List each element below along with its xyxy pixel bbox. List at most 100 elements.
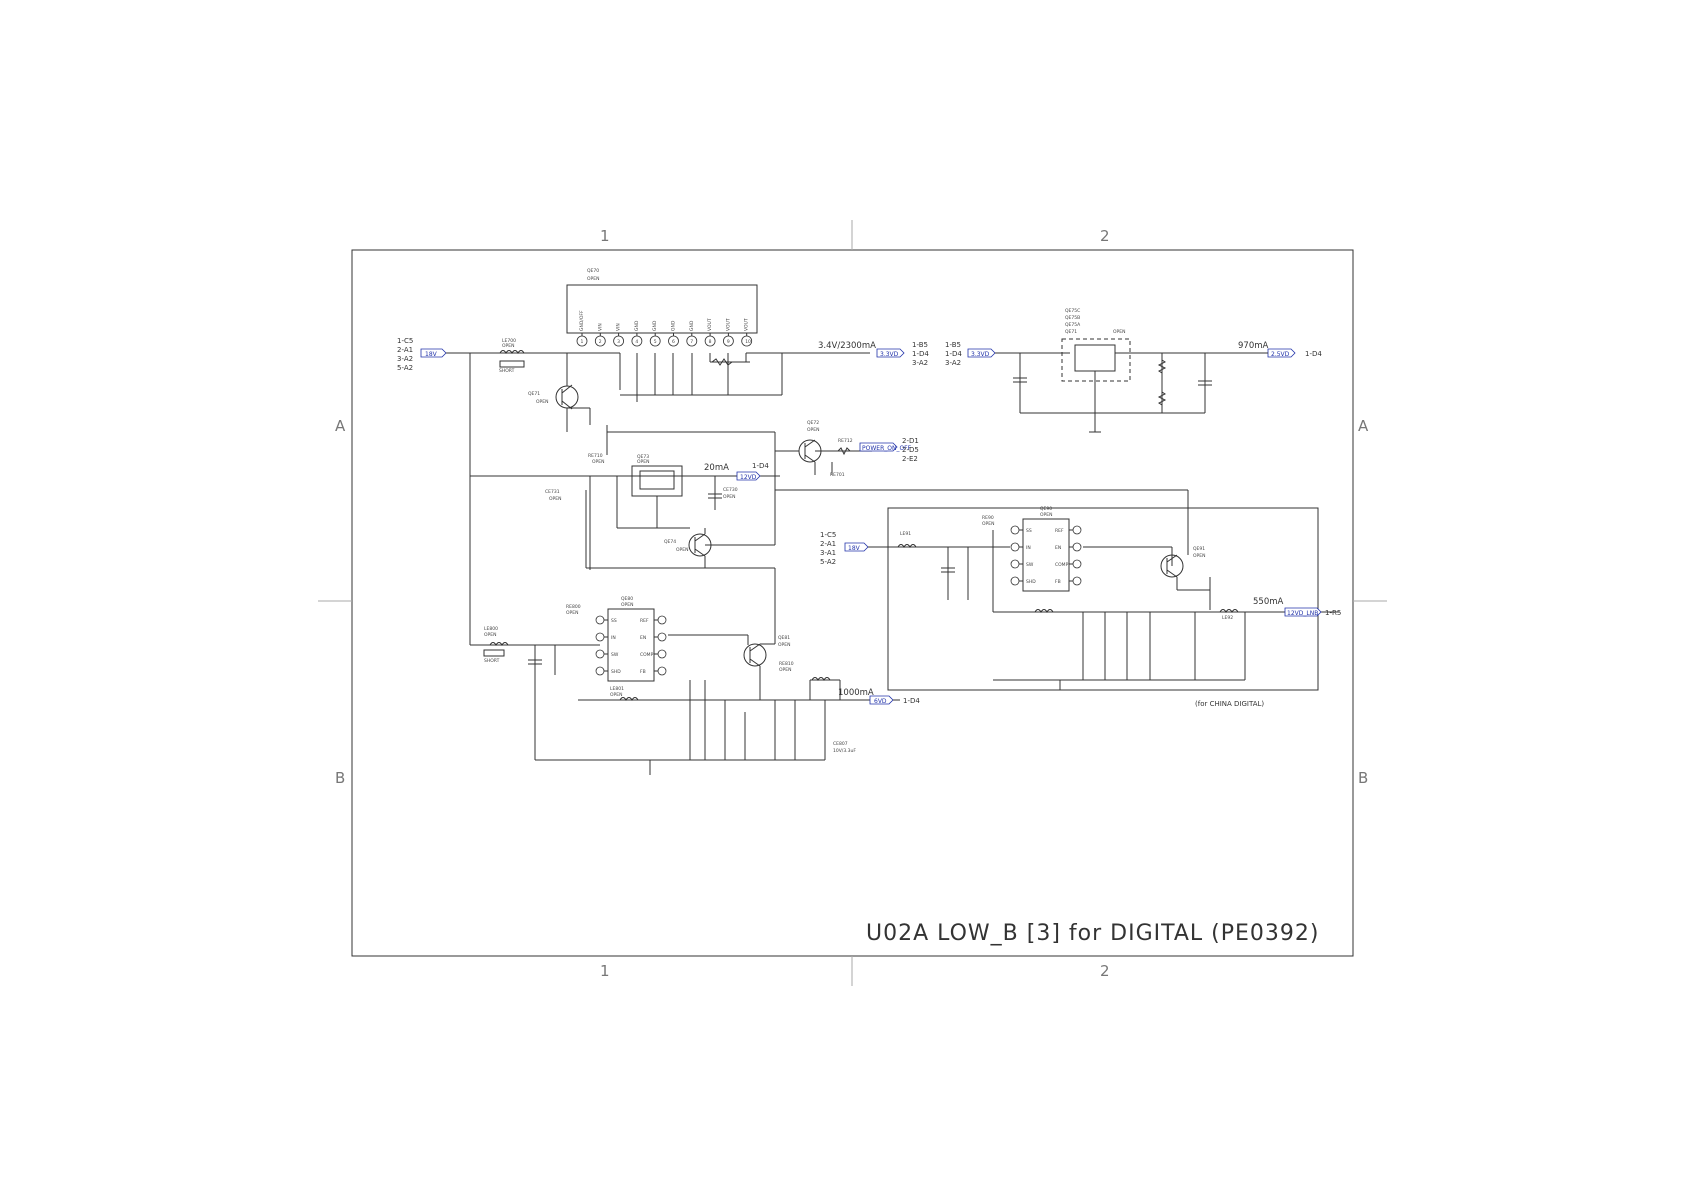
svg-text:1-C5: 1-C5: [820, 531, 836, 539]
grid-row-label-left-b: B: [335, 769, 345, 787]
ic-pin-label-left: SW: [611, 652, 619, 658]
qe70-pin: [613, 335, 624, 347]
input-18v-refs: 1-C5 2-A1 3-A2 5-A2: [397, 337, 413, 372]
current-label-20ma: 20mA: [704, 463, 729, 473]
svg-text:OPEN: OPEN: [637, 459, 649, 465]
svg-text:1-D4: 1-D4: [912, 350, 929, 358]
sheet-border: [351, 249, 1354, 957]
svg-text:OPEN: OPEN: [566, 610, 578, 616]
ic-pin-left: [595, 649, 605, 659]
svg-text:18V: 18V: [425, 351, 438, 358]
transistor-qe74: QE74 OPEN: [664, 533, 712, 557]
ic-pin-label-left: SS: [611, 618, 617, 624]
ic-pin-label-left: SS: [1026, 528, 1032, 534]
svg-text:2-D5: 2-D5: [902, 446, 919, 454]
svg-text:LE800: LE800: [484, 626, 498, 632]
svg-text:RE800: RE800: [566, 604, 581, 610]
svg-text:RE90: RE90: [982, 515, 994, 521]
net-tag-3v3-output: 3.3VD: [876, 348, 905, 358]
svg-text:QE81: QE81: [778, 635, 790, 641]
input-18v-china-refs: 1-C5 2-A1 3-A1 5-A2: [820, 531, 836, 566]
ic-pin-right: [1072, 542, 1082, 552]
qe70-pin-number: 8: [709, 339, 712, 345]
svg-text:3.3VD: 3.3VD: [880, 351, 899, 358]
svg-text:OPEN: OPEN: [536, 399, 548, 405]
svg-text:12VD: 12VD: [740, 474, 757, 481]
svg-text:5-A2: 5-A2: [397, 364, 413, 372]
svg-text:5-A2: 5-A2: [820, 558, 836, 566]
current-label-550ma: 550mA: [1253, 597, 1284, 607]
svg-text:QE71: QE71: [528, 391, 540, 397]
svg-text:OPEN: OPEN: [723, 494, 735, 500]
svg-text:LE700: LE700: [502, 338, 516, 344]
grid-row-label-right-b: B: [1358, 769, 1368, 787]
net-tag-12v-output: 12VD: [736, 471, 761, 481]
china-digital-label: (for CHINA DIGITAL): [1195, 700, 1264, 708]
svg-text:LE801: LE801: [610, 686, 624, 692]
qe70-pin-label: GND: [671, 320, 677, 331]
svg-text:12VD_LNB: 12VD_LNB: [1287, 610, 1318, 617]
svg-text:OPEN: OPEN: [610, 692, 622, 698]
qe70-pin-label: GND: [689, 320, 695, 331]
qe70-pin: [631, 335, 643, 347]
net-tag-power-on-off: POWER_ON_OFF: [859, 442, 912, 452]
ic-pin-label-right: EN: [1055, 545, 1061, 551]
ic-qe75-regulator: QE75C QE75B QE75A QE71 OPEN: [1061, 308, 1131, 382]
svg-text:2-A1: 2-A1: [820, 540, 836, 548]
grid-col-label-bottom-1: 1: [600, 962, 610, 980]
output-12v-ref: 1-D4: [752, 462, 769, 470]
grid-col-label-top-2: 2: [1100, 227, 1110, 245]
qe70-pin: [576, 335, 588, 347]
qe70-pin-number: 6: [672, 339, 675, 345]
qe70-pin-number: 1: [581, 339, 584, 345]
svg-text:RE712: RE712: [838, 438, 853, 444]
net-tag-6v-output: 6VD: [869, 695, 894, 705]
ic-pin-label-left: SW: [1026, 562, 1034, 568]
qe70-pin-number: 10: [745, 339, 751, 345]
svg-text:3-A1: 3-A1: [820, 549, 836, 557]
qe70-pin-number: 3: [617, 339, 620, 345]
transistor-qe71: QE71 OPEN: [528, 384, 579, 410]
svg-text:1-B5: 1-B5: [945, 341, 961, 349]
svg-text:LE92: LE92: [1222, 615, 1233, 621]
output-6v-ref: 1-D4: [903, 697, 920, 705]
current-label-970ma: 970mA: [1238, 341, 1269, 351]
qe70-pin: [668, 335, 679, 347]
inductor-le800: LE800 OPEN SHORT: [483, 626, 509, 664]
ic-pin-left: [1010, 576, 1020, 586]
ic-pin-right: [657, 649, 667, 659]
svg-text:1-B5: 1-B5: [912, 341, 928, 349]
ic-pin-label-right: COMP: [640, 652, 654, 658]
qe70-pin-label: GND: [652, 320, 658, 331]
svg-text:QE72: QE72: [807, 420, 819, 426]
qe70-pin-number: 2: [599, 339, 602, 345]
ic-qe70: QE70 OPEN GND/OFF1VIN2VIN3GND4GND5GND6GN…: [566, 268, 758, 347]
ic-pin-right: [657, 632, 667, 642]
svg-text:QE91: QE91: [1193, 546, 1205, 552]
qe70-pin: [594, 335, 606, 347]
ic-pin-left: [595, 632, 605, 642]
net-tag-18v-china: 18V: [844, 542, 869, 552]
ic-pin-left: [1010, 559, 1020, 569]
qe70-pin-number: 9: [727, 339, 730, 345]
qe70-pin-number: 7: [690, 339, 693, 345]
svg-text:OPEN: OPEN: [1040, 512, 1052, 518]
svg-text:OPEN: OPEN: [549, 496, 561, 502]
ic-pin-label-right: FB: [1055, 579, 1061, 585]
ic-pin-label-right: EN: [640, 635, 646, 641]
svg-text:3.3VD: 3.3VD: [971, 351, 990, 358]
svg-text:CE730: CE730: [723, 487, 738, 493]
ic-pin-left: [595, 615, 605, 625]
grid-row-label-right-a: A: [1358, 417, 1369, 435]
svg-text:LE91: LE91: [900, 531, 911, 537]
current-label-1000ma: 1000mA: [838, 688, 874, 698]
svg-text:QE75C: QE75C: [1065, 308, 1080, 314]
ic-pin-label-left: SHD: [611, 669, 621, 675]
svg-text:OPEN: OPEN: [587, 276, 599, 282]
qe70-pin-number: 5: [654, 339, 657, 345]
svg-text:2-D1: 2-D1: [902, 437, 919, 445]
svg-text:QE73: QE73: [637, 454, 649, 460]
